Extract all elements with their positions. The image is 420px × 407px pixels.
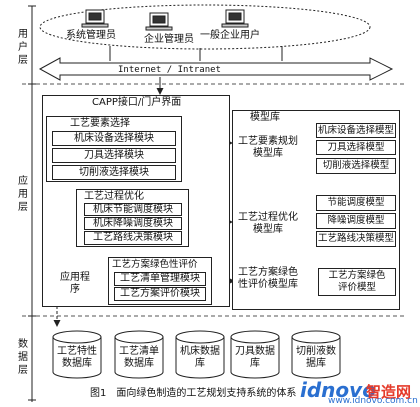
portal-title: CAPP接口/门户界面	[92, 97, 182, 108]
module-energy-schedule: 机床节能调度模块	[84, 203, 182, 216]
module-route-decision: 工艺路线决策模块	[84, 231, 182, 245]
module-machine-select: 机床设备选择模块	[52, 131, 176, 146]
module-scheme-eval: 工艺方案评价模块	[114, 287, 206, 301]
user-cloud	[39, 4, 371, 50]
data-db-cylinders	[52, 330, 341, 379]
model-db-process: 工艺过程优化模型库	[238, 212, 298, 235]
app-program-label: 应用程序	[60, 272, 90, 295]
module-coolant-select: 切削液选择模块	[52, 165, 176, 180]
db-process-bill: 工艺清单数据库	[119, 346, 159, 369]
user-general: 一般企业用户	[200, 30, 260, 41]
model-lib-title: 模型库	[250, 112, 280, 123]
db-tool: 刀具数据库	[235, 346, 275, 369]
db-coolant: 切削液数据库	[296, 346, 336, 369]
layer-separators	[22, 83, 405, 317]
layer-brackets	[28, 5, 36, 402]
layer-label-data: 数据层	[18, 339, 28, 376]
user-ent-admin: 企业管理员	[144, 34, 194, 45]
network-label: Internet / Intranet	[118, 65, 221, 75]
network-arrow	[38, 57, 394, 81]
db-machine: 机床数据库	[180, 346, 220, 369]
computer-icon	[81, 9, 109, 28]
watermark-cn: 智造网	[366, 383, 412, 401]
computer-icon	[221, 9, 249, 28]
element-select-title: 工艺要素选择	[70, 118, 130, 129]
module-tool-select: 刀具选择模块	[52, 148, 176, 163]
model-route-decision: 工艺路线决策模型	[316, 231, 396, 247]
model-energy-schedule: 节能调度模型	[316, 195, 396, 211]
layer-label-app: 应用层	[18, 176, 28, 213]
computer-icon	[145, 12, 173, 31]
model-coolant-select: 切削液选择模型	[316, 158, 396, 174]
figure-caption: 图1 面向绿色制造的工艺规划支持系统的体系	[90, 388, 297, 399]
user-network-arrows	[109, 46, 283, 61]
model-noise-schedule: 降噪调度模型	[316, 213, 396, 229]
model-db-element: 工艺要素规划模型库	[238, 136, 298, 159]
watermark-logo: idnovo	[300, 378, 376, 402]
model-green-eval: 工艺方案绿色评价模型	[318, 268, 396, 296]
model-machine-select: 机床设备选择模型	[316, 123, 396, 138]
model-db-green: 工艺方案绿色性评价模型库	[238, 267, 298, 290]
green-eval-title: 工艺方案绿色性评价	[112, 259, 198, 270]
module-noise-schedule: 机床降噪调度模块	[84, 217, 182, 230]
user-sys-admin: 系统管理员	[66, 30, 116, 41]
module-bill-manage: 工艺清单管理模块	[114, 272, 206, 286]
db-process-feature: 工艺特性数据库	[57, 346, 97, 369]
process-opt-title: 工艺过程优化	[84, 191, 144, 202]
layer-label-user: 用户层	[18, 29, 28, 66]
watermark-url: www.idnovo.com.cn	[328, 396, 418, 406]
model-tool-select: 刀具选择模型	[316, 140, 396, 155]
